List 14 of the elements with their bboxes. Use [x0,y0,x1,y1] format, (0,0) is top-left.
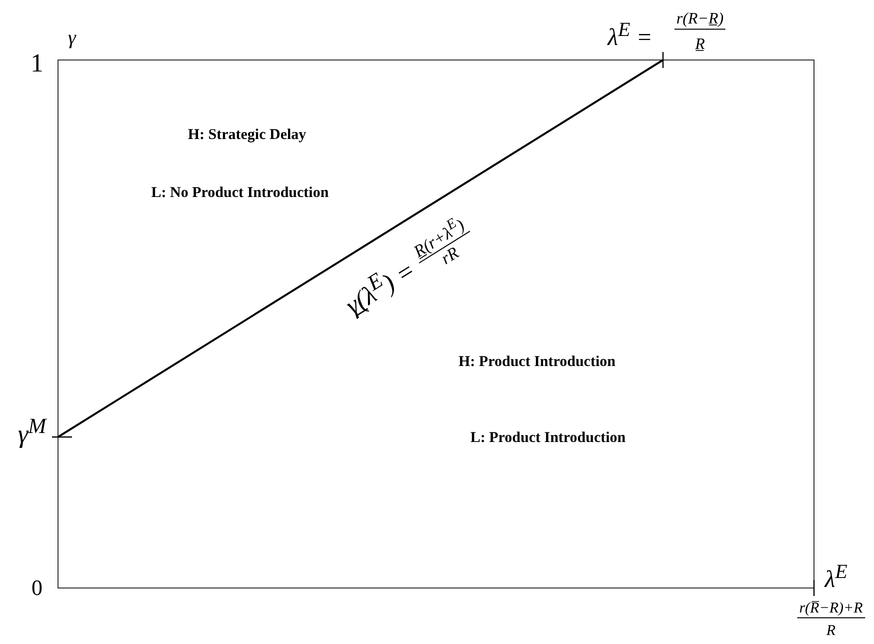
math-label: γ$^{M}$ [18,414,46,450]
math-label: γ [68,27,76,49]
math-label: R̲ [695,36,705,54]
math-label: R [826,622,836,640]
math-label: 1 [30,50,44,78]
fraction-numerator: r(R̅−R)+R [797,600,865,618]
region-label: L: No Product Introduction [151,184,329,202]
region-label: L: Product Introduction [470,430,626,446]
math-label: λ$^{E}$ = [608,18,652,52]
fraction-numerator: r(R−R̲) [674,10,726,30]
math-label: λ$^{E}$ [824,560,848,594]
region-label: H: Product Introduction [458,354,616,370]
math-label: 0 [32,576,42,600]
region-label: H: Strategic Delay [188,126,306,144]
